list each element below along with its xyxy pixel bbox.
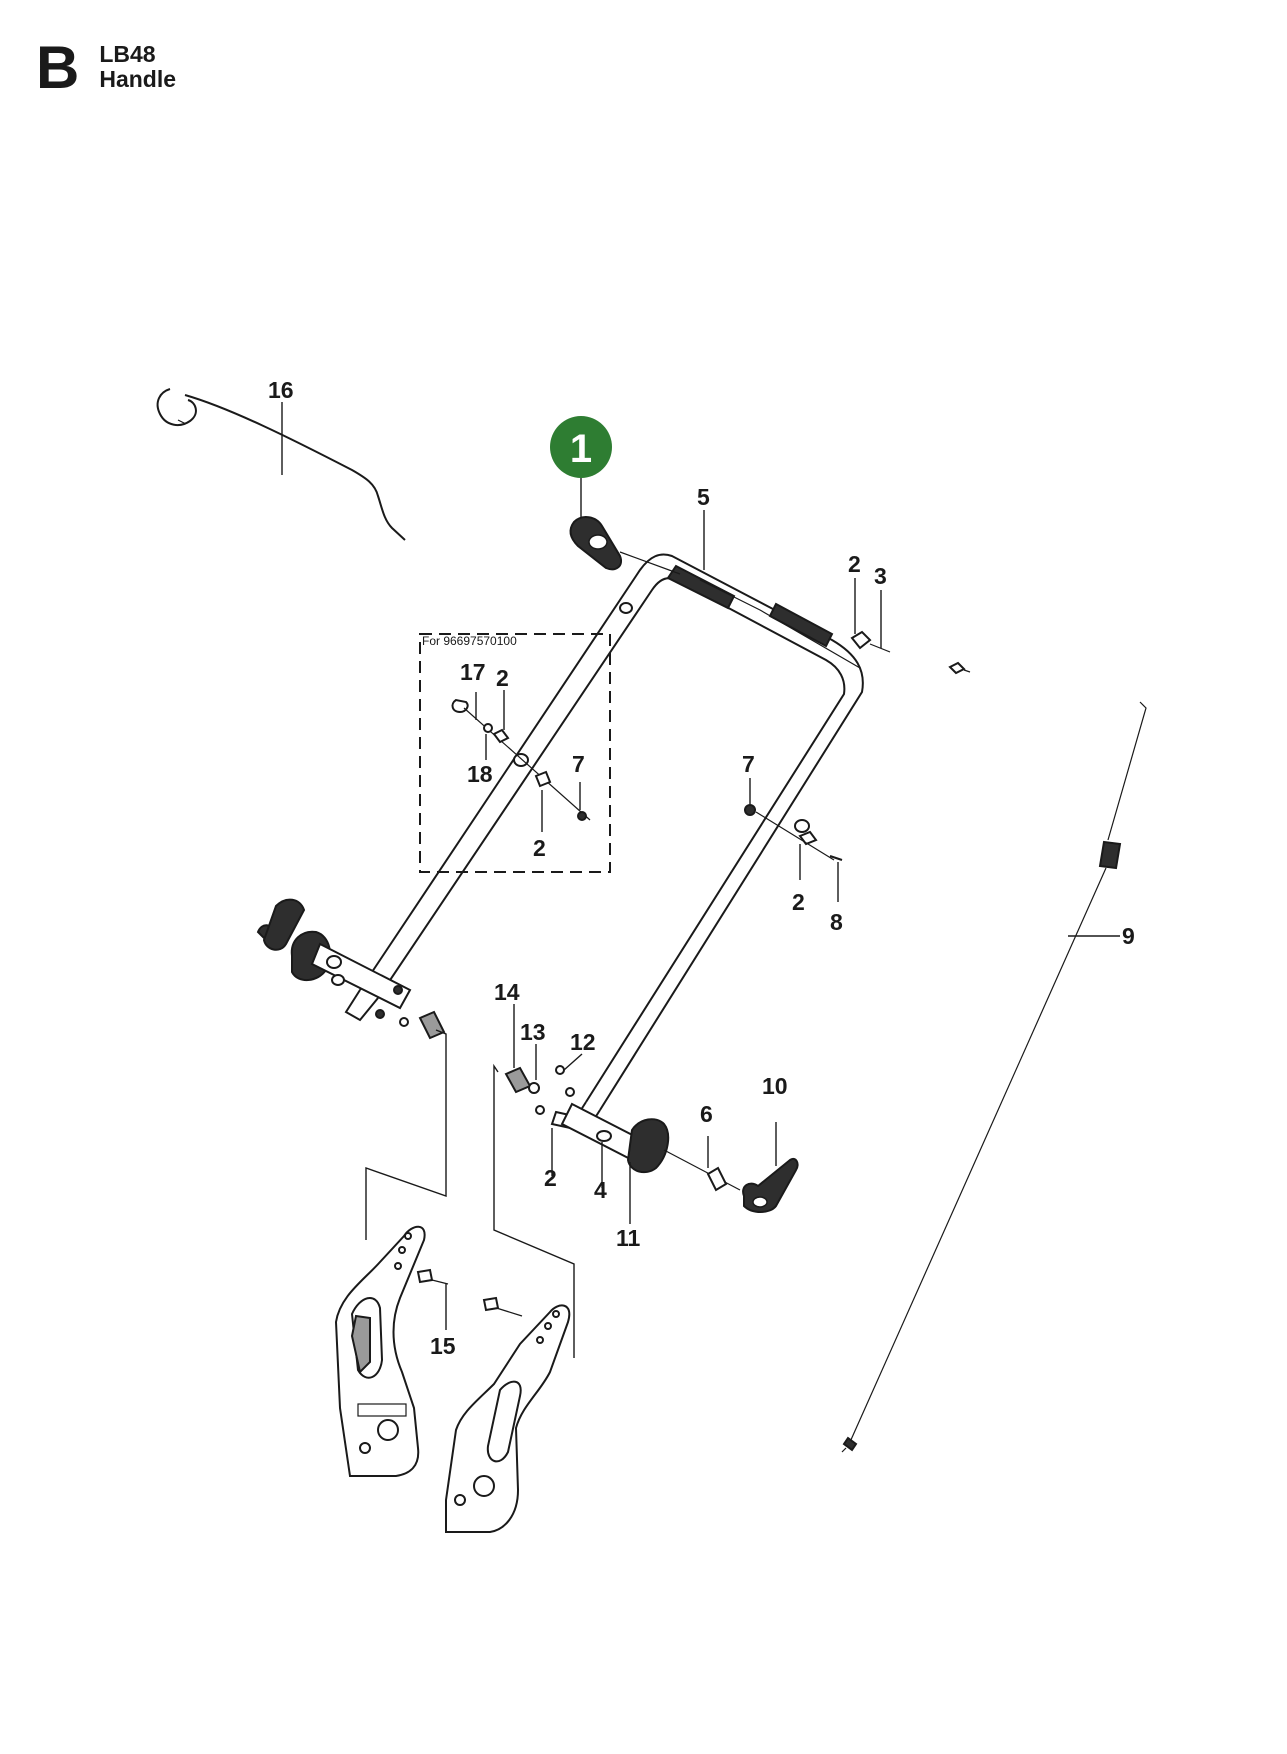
callout-11: 11 bbox=[616, 1225, 641, 1251]
part-handle-tube bbox=[344, 553, 864, 1134]
callout-7b: 7 bbox=[742, 751, 755, 777]
right-deck-bracket bbox=[445, 1296, 571, 1533]
part-9-cable bbox=[841, 701, 1147, 1453]
optional-kit-box bbox=[419, 633, 611, 873]
section-letter: B bbox=[36, 34, 80, 101]
part-1-control-lever bbox=[569, 516, 861, 669]
parts-7-2-8-fasteners bbox=[744, 778, 843, 902]
leader-12 bbox=[563, 1053, 583, 1071]
callout-18: 18 bbox=[467, 761, 493, 787]
callout-16: 16 bbox=[268, 377, 294, 403]
part-16-bail-wire bbox=[156, 388, 406, 541]
callout-10: 10 bbox=[762, 1073, 788, 1099]
callout-17: 17 bbox=[460, 659, 486, 685]
left-knob-assembly bbox=[256, 898, 446, 1040]
callout-8: 8 bbox=[830, 909, 843, 935]
callout-2e: 2 bbox=[544, 1165, 557, 1191]
badge-number: 1 bbox=[570, 427, 592, 471]
assembly-reference-lines bbox=[365, 1029, 575, 1358]
callout-15: 15 bbox=[430, 1333, 456, 1359]
callout-9: 9 bbox=[1122, 923, 1135, 949]
callout-14: 14 bbox=[494, 979, 520, 1005]
callout-2b: 2 bbox=[496, 665, 509, 691]
callout-6: 6 bbox=[700, 1101, 713, 1127]
kit-note: For 96697570100 bbox=[422, 634, 517, 648]
callout-12: 12 bbox=[570, 1029, 596, 1055]
section-title: Handle bbox=[99, 66, 177, 92]
callout-4: 4 bbox=[594, 1177, 607, 1203]
part-number-badge: 1 bbox=[550, 416, 612, 518]
badge-circle bbox=[550, 416, 612, 478]
callout-3: 3 bbox=[874, 563, 887, 589]
callout-13: 13 bbox=[520, 1019, 546, 1045]
parts-2-3-fasteners bbox=[850, 630, 971, 675]
left-deck-bracket bbox=[334, 1225, 449, 1477]
header-text: LB48 Handle bbox=[99, 42, 176, 92]
callout-5: 5 bbox=[697, 484, 710, 510]
model-name: LB48 bbox=[99, 41, 156, 67]
page-header: B LB48 Handle bbox=[36, 38, 176, 98]
right-knob-assembly bbox=[504, 1004, 799, 1224]
callout-2d: 2 bbox=[792, 889, 805, 915]
callout-2c: 2 bbox=[533, 835, 546, 861]
callout-2a: 2 bbox=[848, 551, 861, 577]
callout-7a: 7 bbox=[572, 751, 585, 777]
